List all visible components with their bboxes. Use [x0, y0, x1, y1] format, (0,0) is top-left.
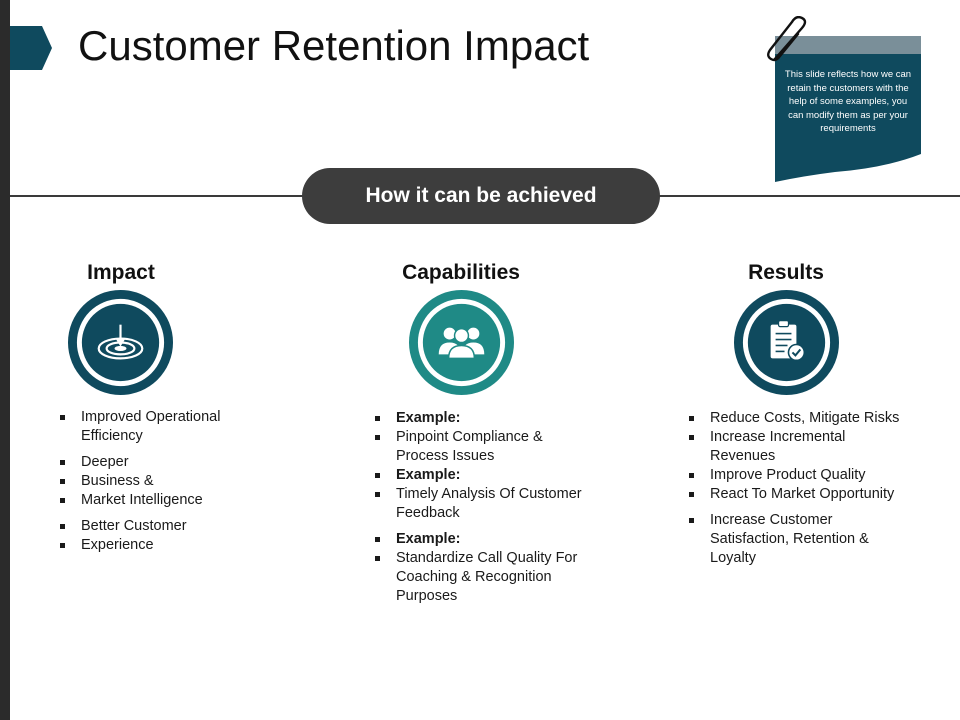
team-icon — [438, 327, 485, 360]
list-item: React To Market Opportunity — [686, 485, 906, 504]
list-item: Experience — [57, 536, 257, 555]
list-item: Example: — [372, 530, 582, 549]
list-item: Business & — [57, 472, 257, 491]
list-item: Standardize Call Quality For Coaching & … — [372, 549, 582, 606]
title-accent-arrow — [10, 26, 52, 70]
list-item: Improved Operational Efficiency — [57, 408, 257, 446]
results-list: Reduce Costs, Mitigate Risks Increase In… — [686, 409, 906, 568]
list-item: Deeper — [57, 453, 257, 472]
note-paper-shape — [775, 36, 921, 182]
paperclip-icon — [767, 16, 807, 62]
list-item: Example: — [372, 409, 582, 428]
list-item: Increase Customer Satisfaction, Retentio… — [686, 511, 906, 568]
section-banner: How it can be achieved — [302, 168, 660, 224]
list-item: Better Customer — [57, 517, 257, 536]
list-item: Example: — [372, 466, 582, 485]
column-heading-impact: Impact — [87, 261, 155, 284]
column-heading-capabilities: Capabilities — [402, 261, 520, 284]
capabilities-list: Example: Pinpoint Compliance & Process I… — [372, 409, 582, 606]
list-item: Timely Analysis Of Customer Feedback — [372, 485, 582, 523]
list-item: Pinpoint Compliance & Process Issues — [372, 428, 582, 466]
impact-list: Improved Operational Efficiency Deeper B… — [57, 408, 257, 555]
target-icon — [97, 324, 144, 360]
list-item: Increase Incremental Revenues — [686, 428, 906, 466]
impact-circle — [67, 289, 174, 396]
slide-title: Customer Retention Impact — [78, 22, 590, 69]
list-item: Reduce Costs, Mitigate Risks — [686, 409, 906, 428]
sticky-note: This slide reflects how we can retain th… — [775, 36, 921, 182]
results-circle — [733, 289, 840, 396]
left-edge-bar — [0, 0, 10, 720]
note-text: This slide reflects how we can retain th… — [784, 69, 912, 134]
capabilities-circle — [408, 289, 515, 396]
list-item: Improve Product Quality — [686, 466, 906, 485]
list-item: Market Intelligence — [57, 491, 257, 510]
column-heading-results: Results — [748, 261, 824, 284]
clipboard-check-icon — [770, 320, 806, 362]
